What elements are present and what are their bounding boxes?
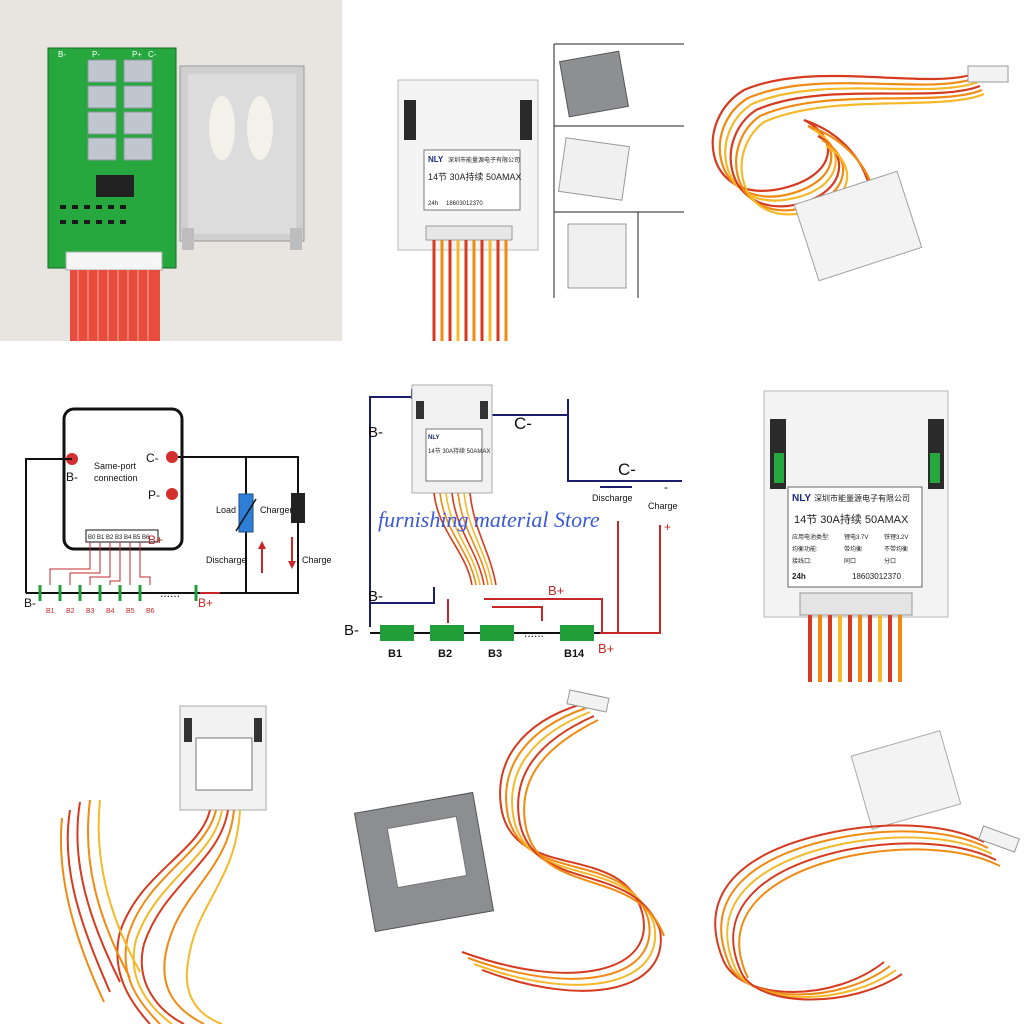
diagram1-cell-b1: B1 bbox=[46, 608, 55, 615]
diagram1-cell-b4: B4 bbox=[106, 608, 115, 615]
diagram1-b-minus-top: B- bbox=[66, 470, 78, 484]
diagram2-b-minus-2: B- bbox=[368, 588, 383, 605]
diagram2-cell-b1: B1 bbox=[388, 648, 402, 660]
photo-bms-wires bbox=[684, 0, 1024, 341]
diagram2-b-plus-1: B+ bbox=[548, 583, 564, 598]
closeup-phone: 18603012370 bbox=[852, 572, 901, 581]
diagram1-cell-b6: B6 bbox=[146, 608, 155, 615]
pcb-mark-b-minus: B- bbox=[58, 50, 66, 59]
photo-bms-loop-wires bbox=[342, 682, 684, 1024]
closeup-brand: NLY bbox=[792, 493, 811, 504]
pcb-mark-p-plus: P+ bbox=[132, 50, 142, 59]
closeup-row1-b: 锂电3.7V bbox=[844, 533, 868, 541]
diagram1-cell-b3: B3 bbox=[86, 608, 95, 615]
pcb-mark-c-minus: C- bbox=[148, 50, 157, 59]
diagram1-cell-b5: B5 bbox=[126, 608, 135, 615]
closeup-row2-c: 不带均衡 bbox=[884, 545, 908, 553]
diagram1-load: Load bbox=[216, 505, 236, 515]
pcb-mark-p-minus: P- bbox=[92, 50, 100, 59]
diagram2-ellipsis: ...... bbox=[524, 626, 544, 640]
diagram-14s-wiring: NLY 14节 30A持续 50AMAX ...... bbox=[342, 341, 684, 682]
diagram2-board-brand: NLY bbox=[428, 435, 439, 441]
diagram1-c-minus: C- bbox=[146, 451, 159, 465]
photo-bms-bundle bbox=[684, 682, 1024, 1024]
diagram2-minus-sign: - bbox=[664, 480, 668, 494]
diagram2-discharge: Discharge bbox=[592, 493, 633, 503]
diagram2-cell-b14: B14 bbox=[564, 648, 585, 660]
board-company: 深圳市能量源电子有限公司 bbox=[448, 156, 520, 164]
diagram1-discharge: Discharge bbox=[206, 555, 247, 565]
diagram1-charge: Charge bbox=[302, 555, 332, 565]
closeup-row2-b: 带均衡 bbox=[844, 545, 862, 553]
diagram1-cell-b2: B2 bbox=[66, 608, 75, 615]
diagram1-b-plus-bottom: B+ bbox=[198, 596, 213, 610]
closeup-row3-b: 同口 bbox=[844, 558, 856, 565]
pcb-mark-tk: TK bbox=[152, 259, 163, 268]
diagram1-same-port: Same-port bbox=[94, 461, 137, 471]
closeup-model: 14节 30A持续 50AMAX bbox=[794, 512, 909, 526]
diagram2-b-plus-2: B+ bbox=[598, 641, 614, 656]
closeup-row3-c: 分口 bbox=[884, 557, 896, 565]
diagram2-charge: Charge bbox=[648, 501, 678, 511]
closeup-phone-prefix: 24h bbox=[792, 572, 806, 581]
diagram2-b-minus-1: B- bbox=[368, 424, 383, 441]
diagram2-c-minus-2: C- bbox=[618, 460, 636, 479]
closeup-row3-a: 接线口: bbox=[792, 557, 812, 565]
diagram2-plus-sign: + bbox=[664, 520, 671, 534]
photo-bms-front: NLY 深圳市能量源电子有限公司 14节 30A持续 50AMAX 24h 18… bbox=[342, 0, 684, 341]
diagram2-b-minus-3: B- bbox=[344, 622, 359, 639]
diagram1-connection: connection bbox=[94, 473, 138, 483]
closeup-row1-c: 铁锂3.2V bbox=[884, 533, 908, 541]
board-phone: 18603012370 bbox=[446, 201, 483, 207]
diagram1-p-minus: P- bbox=[148, 488, 160, 502]
diagram1-b-minus-bottom: B- bbox=[24, 596, 36, 610]
closeup-row2-a: 均衡功能: bbox=[792, 545, 818, 553]
store-watermark: furnishing material Store bbox=[378, 507, 600, 532]
diagram1-connector-pins: B0 B1 B2 B3 B4 B5 B6 bbox=[88, 535, 150, 541]
diagram1-b-plus-top: B+ bbox=[148, 533, 163, 547]
diagram1-ellipsis: ...... bbox=[160, 586, 180, 600]
diagram-same-port: Same-port connection B- C- P- B0 B1 B2 B… bbox=[0, 341, 342, 682]
photo-bms-label-closeup: NLY 深圳市能量源电子有限公司 14节 30A持续 50AMAX 应用电池类型… bbox=[684, 341, 1024, 682]
diagram2-cell-b3: B3 bbox=[488, 648, 502, 660]
photo-bms-long-wires bbox=[0, 682, 342, 1024]
board-phone-prefix: 24h bbox=[428, 201, 438, 207]
diagram2-cell-b2: B2 bbox=[438, 648, 452, 660]
diagram2-board-model: 14节 30A持续 50AMAX bbox=[428, 447, 490, 455]
photo-pcb-green: P- P+ B- C- TK bbox=[0, 0, 342, 341]
board-brand: NLY bbox=[428, 155, 444, 164]
closeup-row1-a: 应用电池类型: bbox=[792, 533, 830, 541]
diagram2-c-minus: C- bbox=[514, 414, 532, 433]
diagram1-charger: Charger bbox=[260, 505, 293, 515]
board-model: 14节 30A持续 50AMAX bbox=[428, 171, 522, 182]
closeup-company: 深圳市能量源电子有限公司 bbox=[814, 493, 910, 503]
